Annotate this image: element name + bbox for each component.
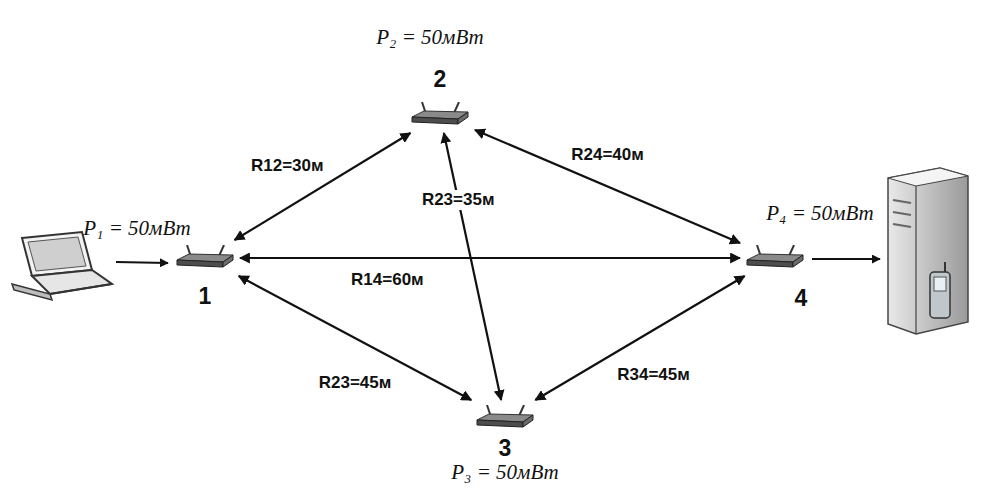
link-connector: [235, 133, 411, 240]
distance-label: R23=35м: [419, 190, 498, 210]
router-icon: [175, 245, 235, 271]
link-connector: [239, 276, 472, 400]
link-connector: [240, 257, 740, 259]
router-node: 4P₄ = 50мВт: [745, 245, 805, 271]
router-icon: [745, 245, 805, 271]
distance-label: R23=45м: [316, 373, 395, 393]
router-node: 3P₃ = 50мВт: [475, 405, 535, 431]
distance-label: R24=40м: [568, 145, 647, 165]
laptop-icon: [12, 232, 112, 300]
link-connector: [444, 133, 501, 400]
link-arrow: [812, 258, 880, 260]
power-label: P₂ = 50мВт: [376, 25, 483, 50]
router-node: 2P₂ = 50мВт: [410, 102, 470, 128]
router-icon: [410, 102, 470, 128]
node-number: 1: [199, 283, 212, 310]
router-node: 1P₁ = 50мВт: [175, 245, 235, 271]
node-number: 4: [795, 285, 808, 312]
power-label: P₁ = 50мВт: [83, 216, 190, 241]
node-number: 2: [434, 66, 447, 93]
server-icon: [888, 168, 968, 334]
distance-label: R14=60м: [348, 270, 427, 290]
distance-label: R34=45м: [614, 365, 693, 385]
power-label: P₄ = 50мВт: [766, 201, 873, 226]
link-arrow: [116, 262, 168, 263]
link-connector: [535, 276, 744, 400]
distance-label: R12=30м: [248, 156, 327, 176]
router-icon: [475, 405, 535, 431]
link-connector: [475, 130, 740, 243]
power-label: P₃ = 50мВт: [451, 460, 558, 485]
node-number: 3: [499, 435, 512, 462]
